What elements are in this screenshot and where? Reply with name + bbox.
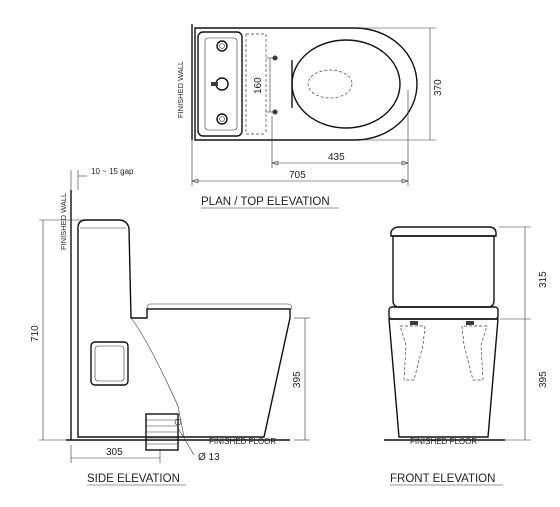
side-finished-floor-label: FINISHED FLOOR	[209, 437, 276, 446]
dim-plan-hole-spacing: 160	[253, 77, 264, 94]
plan-button-bottom	[216, 113, 228, 125]
front-title: FRONT ELEVATION	[390, 473, 495, 485]
plan-body-outline	[194, 27, 418, 141]
front-base	[388, 318, 499, 438]
side-body-outline	[77, 219, 291, 438]
dim-plan-total-length: 705	[289, 170, 306, 181]
front-tank	[392, 235, 495, 308]
plan-view: FINISHED WALL 160 370	[176, 24, 444, 209]
front-tank-lid	[390, 226, 497, 237]
front-view: FINISHED FLOOR 315 395 FRONT ELEVATION	[384, 226, 549, 486]
plan-tank-top	[197, 31, 243, 137]
side-view: 10 ~ 15 gap FINISHED WALL FINISHED FLOOR…	[30, 167, 310, 486]
side-outlet-diameter-label: Ø 13	[198, 452, 220, 463]
plan-tank-inner	[204, 37, 238, 131]
side-finished-wall-label: FINISHED WALL	[59, 193, 68, 250]
dim-front-tank-height: 315	[538, 271, 549, 288]
dim-front-seat-height: 395	[538, 371, 549, 388]
plan-finished-wall-label: FINISHED WALL	[176, 61, 185, 118]
front-seat	[388, 306, 499, 320]
front-finished-floor-label: FINISHED FLOOR	[410, 437, 477, 446]
dim-plan-width: 370	[433, 79, 444, 96]
dim-side-outlet-offset: 305	[106, 447, 123, 458]
dim-plan-seat-length: 435	[328, 152, 345, 163]
side-inlet-box	[90, 341, 129, 386]
side-seat	[146, 303, 293, 310]
dim-side-seat-height: 395	[292, 371, 303, 388]
plan-bowl-hidden	[307, 69, 353, 99]
plan-button-top	[216, 40, 228, 52]
dim-side-height: 710	[30, 325, 41, 342]
side-title: SIDE ELEVATION	[87, 473, 180, 485]
plan-title: PLAN / TOP ELEVATION	[201, 196, 330, 208]
side-gap-label: 10 ~ 15 gap	[91, 167, 134, 176]
